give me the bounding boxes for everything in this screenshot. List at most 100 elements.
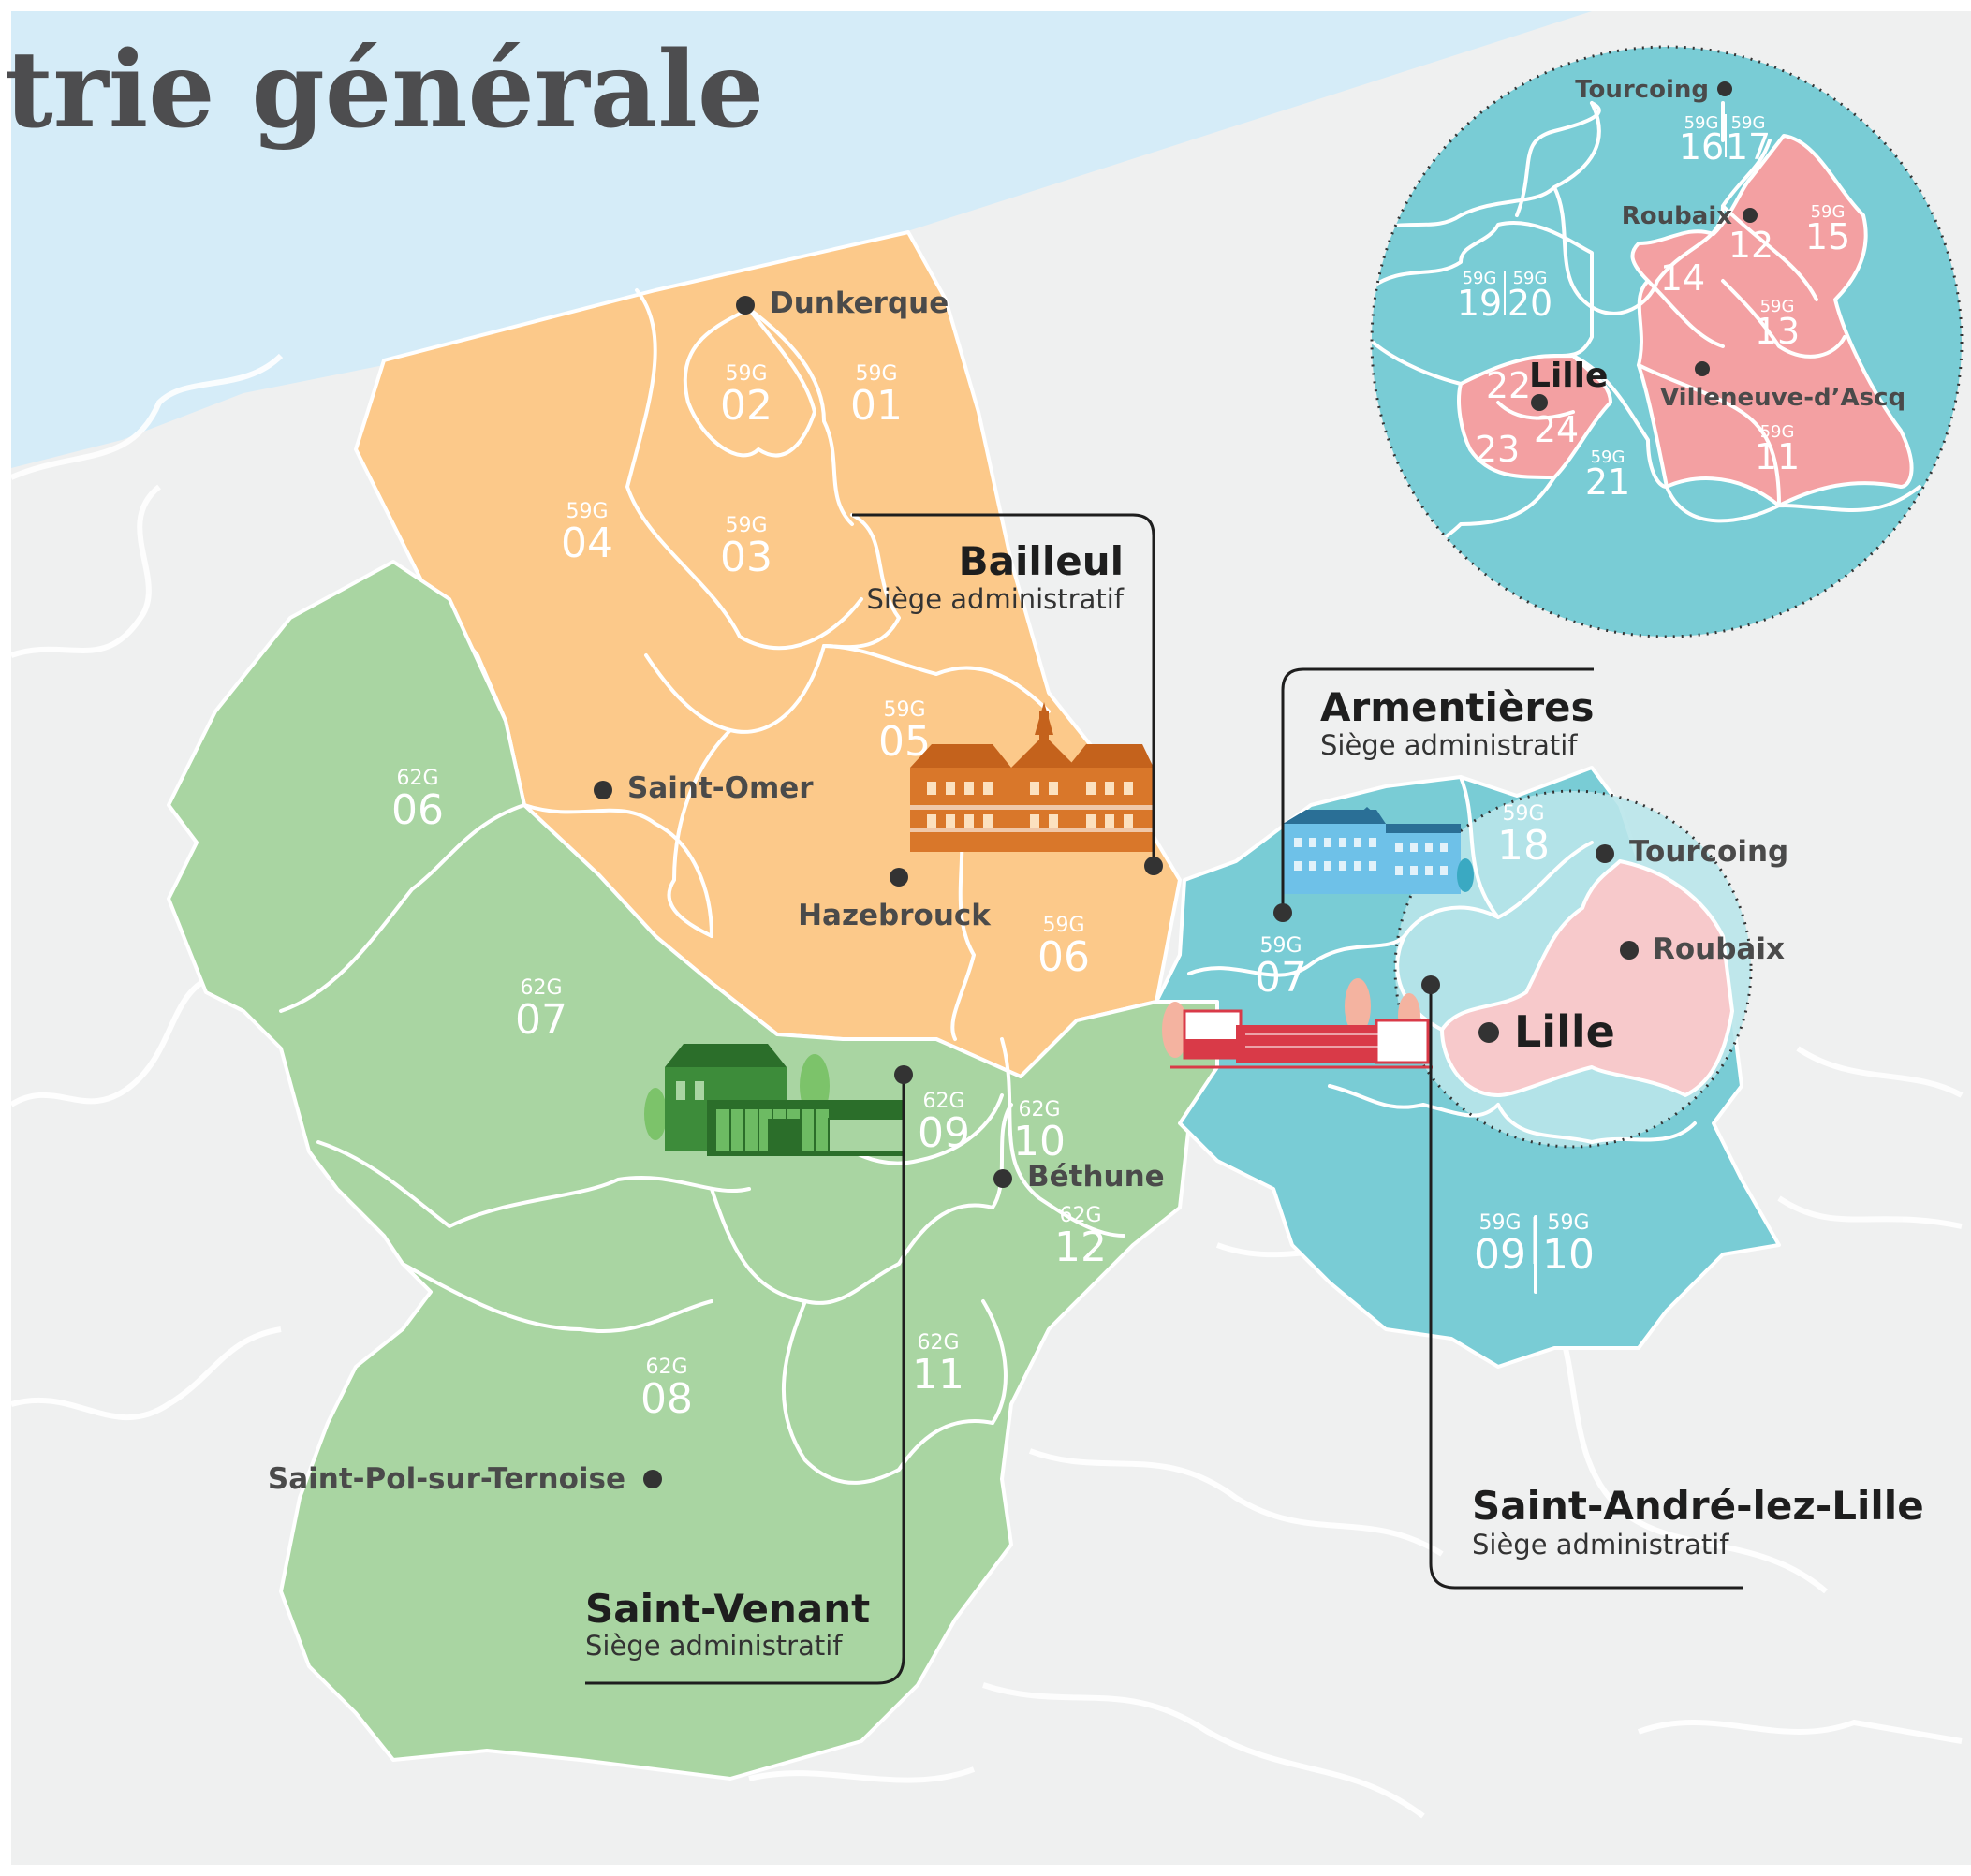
svg-text:21: 21: [1585, 462, 1630, 503]
city-lille: Lille: [1514, 1006, 1615, 1057]
hq-saint-andre-name: Saint-André-lez-Lille: [1472, 1483, 1924, 1529]
svg-text:62G: 62G: [922, 1090, 964, 1113]
city-dot-saint-pol: [643, 1470, 662, 1488]
city-dot-saint-omer: [594, 781, 612, 799]
saint-venant-building-icon: [644, 1044, 905, 1156]
hq-armentieres-subtitle: Siège administratif: [1320, 729, 1578, 761]
bailleul-building-icon: [910, 702, 1154, 852]
svg-text:18: 18: [1497, 822, 1550, 870]
hq-armentieres: Armentières Siège administratif: [1320, 684, 1595, 761]
inset-city-lille: Lille: [1529, 357, 1608, 395]
svg-text:59G: 59G: [1811, 202, 1846, 222]
city-hazebrouck: Hazebrouck: [798, 899, 992, 932]
svg-text:59G: 59G: [1502, 802, 1544, 826]
svg-text:04: 04: [561, 520, 613, 567]
svg-text:03: 03: [720, 534, 772, 581]
city-dot-roubaix: [1620, 941, 1639, 960]
svg-text:20: 20: [1508, 283, 1552, 324]
svg-text:59G: 59G: [1684, 113, 1719, 133]
inset-dot-roubaix: [1743, 208, 1758, 223]
svg-text:59G: 59G: [566, 500, 608, 523]
inset-dot-lille: [1531, 394, 1548, 411]
svg-text:59G: 59G: [1760, 422, 1795, 442]
svg-text:17: 17: [1726, 126, 1771, 168]
svg-text:59G: 59G: [1478, 1211, 1521, 1235]
page-margin-left: [0, 0, 11, 1876]
armentieres-building-icon: [1283, 807, 1474, 894]
svg-text:15: 15: [1805, 216, 1850, 257]
inset-zone-22: 22: [1486, 365, 1531, 406]
city-roubaix: Roubaix: [1653, 932, 1785, 966]
page-margin-bottom: [0, 1865, 1971, 1876]
svg-text:62G: 62G: [396, 767, 438, 790]
hq-armentieres-name: Armentières: [1320, 684, 1595, 730]
svg-text:22: 22: [1486, 365, 1531, 406]
svg-text:59G: 59G: [1513, 269, 1548, 288]
svg-text:59G: 59G: [1760, 297, 1795, 316]
svg-text:59G: 59G: [1547, 1211, 1589, 1235]
inset-city-villeneuve: Villeneuve-d’Ascq: [1660, 384, 1905, 412]
svg-text:07: 07: [515, 996, 567, 1044]
svg-text:59G: 59G: [1463, 269, 1497, 288]
hq-bailleul-name: Bailleul: [959, 538, 1124, 584]
inset-city-roubaix: Roubaix: [1622, 202, 1732, 230]
svg-text:01: 01: [850, 382, 903, 430]
hq-saint-andre-subtitle: Siège administratif: [1472, 1529, 1729, 1561]
svg-text:59G: 59G: [1591, 447, 1625, 467]
svg-text:62G: 62G: [1059, 1204, 1101, 1227]
svg-text:16: 16: [1679, 126, 1724, 168]
page-title: trie générale: [5, 29, 764, 152]
city-tourcoing: Tourcoing: [1629, 835, 1788, 869]
svg-text:14: 14: [1660, 257, 1705, 299]
hq-bailleul: Bailleul Siège administratif: [866, 538, 1124, 615]
inset-dot-tourcoing: [1717, 81, 1732, 96]
svg-text:06: 06: [391, 786, 444, 834]
city-dot-hazebrouck: [890, 868, 908, 887]
hq-saint-venant: Saint-Venant Siège administratif: [585, 1586, 870, 1662]
svg-text:12: 12: [1728, 225, 1773, 266]
svg-text:13: 13: [1755, 311, 1800, 352]
green-region: [167, 560, 1238, 1781]
svg-text:24: 24: [1534, 409, 1579, 450]
pink-light-area: [1440, 859, 1734, 1097]
svg-text:11: 11: [1755, 436, 1800, 477]
city-saint-omer: Saint-Omer: [627, 771, 814, 805]
svg-text:59G: 59G: [725, 514, 767, 537]
inset-focus-circle: [1393, 789, 1753, 1149]
svg-text:59G: 59G: [1731, 113, 1766, 133]
inset-zone-14: 14: [1660, 257, 1705, 299]
leader-lines: [585, 513, 1743, 1685]
svg-text:62G: 62G: [1018, 1098, 1060, 1121]
svg-text:02: 02: [720, 382, 772, 430]
svg-text:11: 11: [912, 1351, 964, 1399]
page-margin: [0, 0, 1971, 11]
svg-text:23: 23: [1475, 429, 1520, 470]
background-boundaries: [9, 353, 1964, 1819]
svg-text:12: 12: [1054, 1224, 1107, 1271]
svg-text:10: 10: [1542, 1231, 1595, 1279]
city-dunkerque: Dunkerque: [770, 286, 949, 320]
hq-saint-venant-subtitle: Siège administratif: [585, 1630, 843, 1662]
inset-dot-villeneuve: [1695, 361, 1710, 376]
city-dot-dunkerque: [736, 296, 755, 315]
